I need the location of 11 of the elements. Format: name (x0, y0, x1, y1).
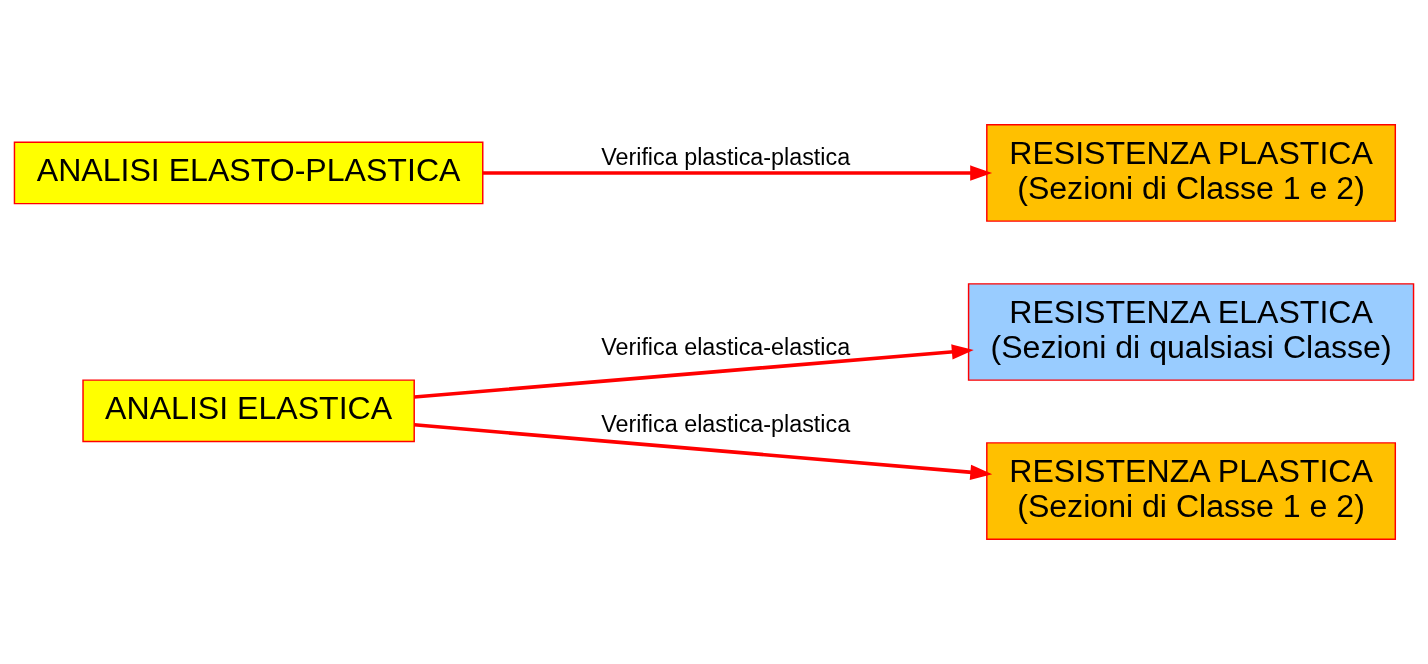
edge-label: Verifica plastica-plastica (601, 144, 851, 171)
arrow (414, 423, 993, 480)
arrow (414, 344, 974, 399)
node-box: ANALISI ELASTO-PLASTICA (13, 141, 484, 205)
edge-label: Verifica elastica-elastica (601, 334, 851, 361)
node-box: RESISTENZA PLASTICA (Sezioni di Classe 1 e 2) (986, 442, 1397, 540)
edge-label: Verifica elastica-plastica (601, 411, 851, 438)
node-box: RESISTENZA PLASTICA (Sezioni di Classe 1 e 2) (986, 124, 1397, 222)
node-box: RESISTENZA ELASTICA (Sezioni di qualsiasi Classe) (967, 283, 1415, 381)
node-box: ANALISI ELASTICA (82, 379, 415, 443)
arrow (482, 165, 993, 181)
